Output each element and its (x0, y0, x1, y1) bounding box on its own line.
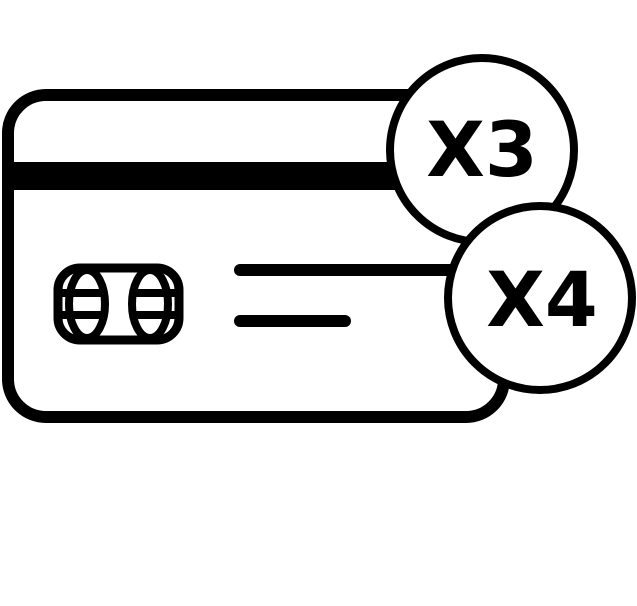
badge-label: X4 (486, 255, 597, 344)
badge-circle (444, 202, 636, 394)
multiplier-badge-x4: X4 (444, 202, 636, 394)
chip-icon (53, 263, 184, 345)
multiplier-badge-x3: X3 (386, 54, 578, 246)
credit-card-icon (2, 89, 510, 423)
magnetic-stripe (10, 162, 402, 190)
badge-label: X3 (426, 105, 537, 194)
